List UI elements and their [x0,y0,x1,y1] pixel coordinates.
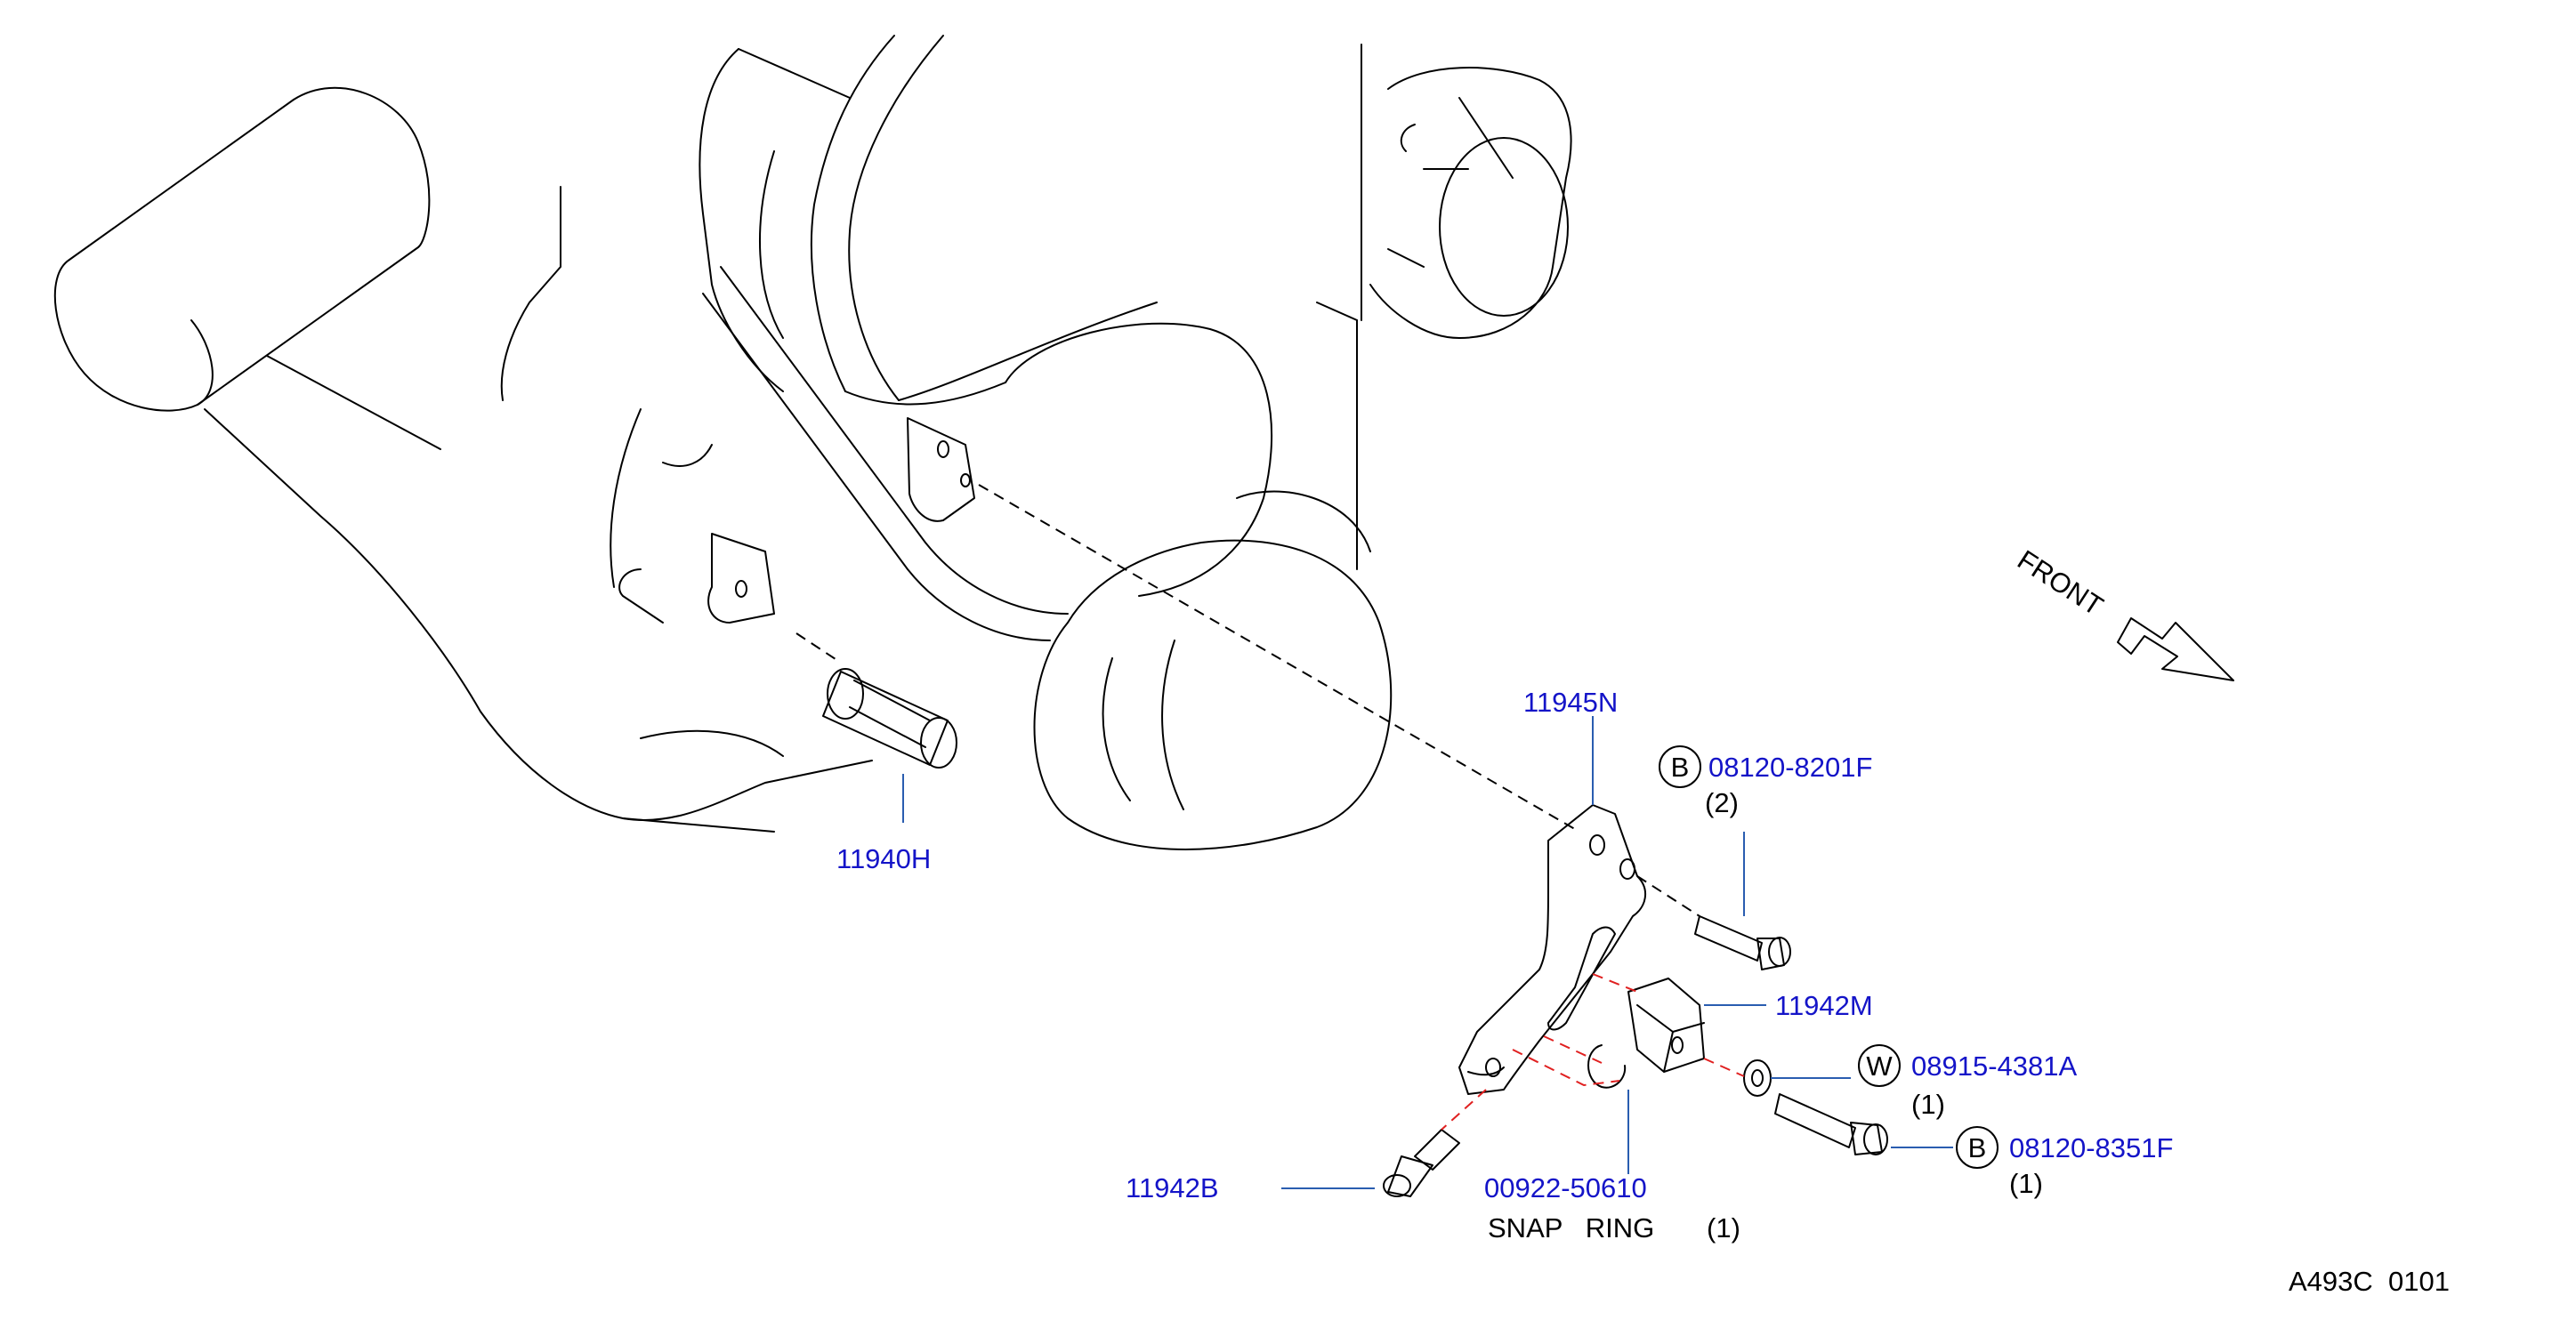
part-11942b[interactable]: 11942B [1126,1172,1219,1203]
cylinder-shaft [53,86,431,412]
bushing-11940h [822,668,957,769]
part-11945n[interactable]: 11945N [1523,687,1618,718]
part-labels: 11945N 08120-8201F (2) 11940H 11942M 089… [836,687,2450,1297]
alternator [1369,67,1572,339]
bracket-tab-center [907,417,975,522]
symbol-b-lower-text: B [1968,1132,1987,1163]
front-arrow-icon [2117,617,2234,681]
bracket-11945n [1458,804,1646,1095]
leader-lines [902,716,1953,1189]
washer-08915-4381a [1743,1059,1772,1097]
front-direction-indicator: FRONT [2012,544,2234,681]
snap-ring-label: SNAP RING [1488,1212,1654,1244]
qty-00922-50610: (1) [1707,1212,1740,1244]
bolt-08120-8351f [1774,1093,1888,1155]
symbol-w-text: W [1866,1050,1893,1082]
belt-strap [702,266,1069,641]
engine-illustration [53,35,1572,850]
frame-post [1316,44,1362,570]
qty-08915-4381a: (1) [1911,1089,1945,1120]
qty-08120-8351f: (1) [2009,1168,2043,1199]
symbol-b-lower: B [1956,1126,1999,1169]
symbol-b-upper-text: B [1671,752,1690,783]
qty-08120-8201f: (2) [1705,787,1739,818]
bracket-tab-left [618,444,775,624]
symbol-w: W [1858,1044,1901,1087]
assembly-lines [795,484,1745,1131]
housing-body [204,186,873,833]
drum-lower [1033,539,1393,850]
bolt-08120-8201f [1694,915,1791,970]
part-08120-8201f[interactable]: 08120-8201F [1708,752,1872,783]
support-arm [699,35,1158,406]
part-11942m[interactable]: 11942M [1775,990,1873,1021]
bolt-11942b [1383,1129,1460,1197]
snap-ring-00922-50610 [1587,1044,1627,1089]
diagram-code: A493C 0101 [2289,1266,2450,1297]
part-11940h[interactable]: 11940H [836,843,931,874]
drum-upper [1005,322,1371,597]
front-label: FRONT [2012,544,2109,623]
part-08120-8351f[interactable]: 08120-8351F [2009,1132,2173,1163]
symbol-b-upper: B [1659,745,1701,788]
part-08915-4381a[interactable]: 08915-4381A [1911,1050,2077,1082]
block-11942m [1627,978,1705,1073]
part-00922-50610[interactable]: 00922-50610 [1484,1172,1647,1203]
